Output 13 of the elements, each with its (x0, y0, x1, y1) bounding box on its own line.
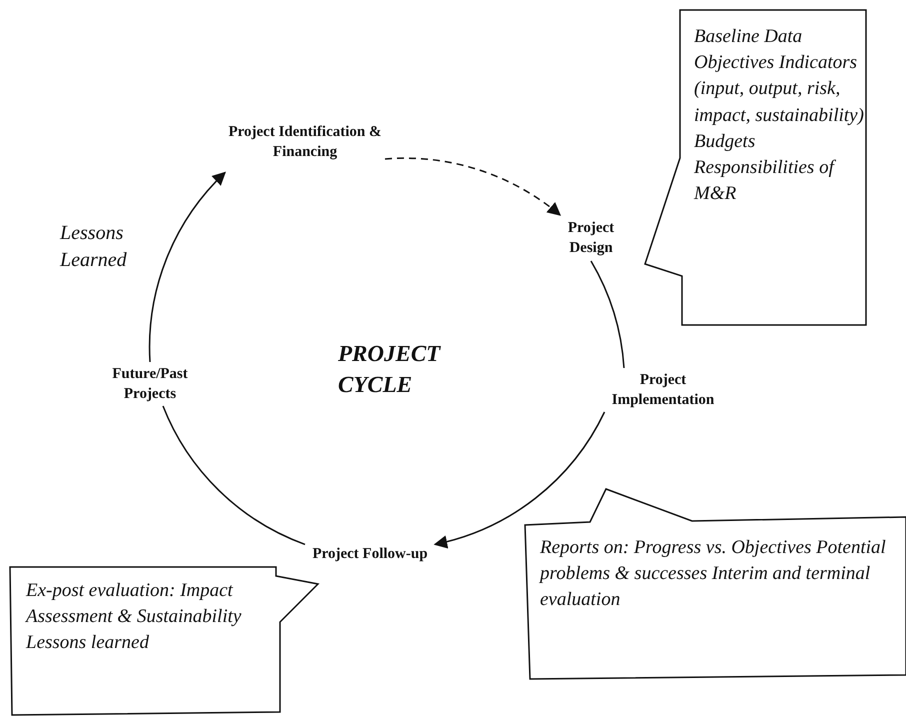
cycle-arrow (149, 172, 226, 362)
step-label: Project Design (566, 218, 616, 258)
cycle-arrow (384, 158, 562, 216)
step-label: Project Implementation (610, 370, 716, 410)
side-note: Lessons Learned (60, 221, 128, 273)
step-label: Project Identification & Financing (227, 122, 383, 162)
callout-text: Baseline Data Objectives Indicators (input, output, risk, impact, sustainability) Budgets Responsibilities of M&R (694, 25, 864, 206)
step-label: Project Follow-up (312, 544, 428, 564)
callout-text: Reports on: Progress vs. Objectives Potential problems & successes Interim and terminal evaluation (540, 536, 887, 612)
callout-text: Ex-post evaluation: Impact Assessment & Sustainability Lessons learned (26, 579, 242, 656)
step-label: Future/Past Projects (111, 364, 189, 404)
cycle-arrow (434, 412, 606, 548)
center-title: PROJECT CYCLE (338, 340, 442, 400)
